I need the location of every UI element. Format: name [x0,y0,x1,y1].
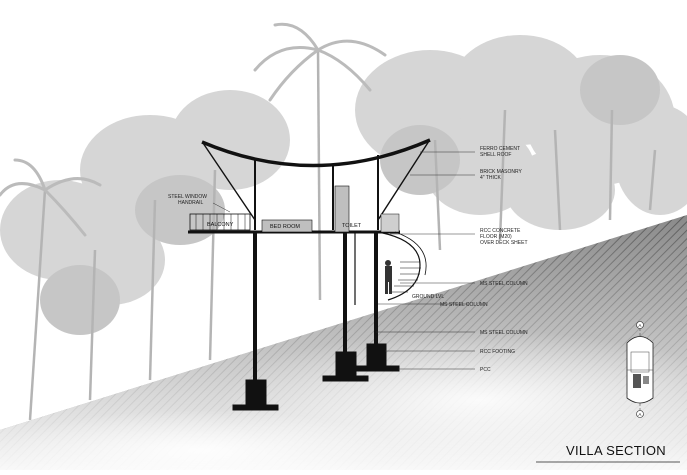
note-ms-steel-column-2: MS STEEL COLUMN [440,302,488,308]
note-handrail: HANDRAIL [178,200,204,206]
section-marker-bottom-label: A [638,412,641,417]
annotation-leaders [212,151,475,370]
key-plan: A A [626,321,654,418]
note-shell-roof: SHELL ROOF [480,152,512,158]
note-brick-masonry: BRICK MASONRY [480,169,523,175]
note-rcc-footing: RCC FOOTING [480,349,515,355]
room-label-toilet: TOILET [342,223,362,229]
room-label-bedroom: BED ROOM [270,224,300,230]
title-block: VILLA SECTION [536,443,680,463]
note-brick-thickness: 4" THICK [480,175,502,181]
drawing-title: VILLA SECTION [566,443,666,458]
note-rcc-floor: FLOOR (M20) [480,234,512,240]
section-marker-bottom: A [636,410,644,418]
forest-background [0,22,687,421]
note-ground-level: GROUND LVL [412,294,444,300]
note-steel-window: STEEL WINDOW [168,194,207,200]
section-marker-top: A [636,321,644,329]
note-ferro-cement: FERRO CEMENT [480,146,520,152]
annotations: STEEL WINDOW HANDRAIL FERRO CEMENT SHELL… [168,146,528,373]
note-rcc-concrete: RCC CONCRETE [480,228,521,234]
note-deck-sheet: OVER DECK SHEET [480,240,528,246]
room-labels: BALCONY BED ROOM TOILET [207,222,362,230]
note-ms-steel-column-1: MS STEEL COLUMN [480,281,528,287]
villa-structure [188,138,431,411]
note-pcc: PCC [480,367,491,373]
room-label-balcony: BALCONY [207,222,234,228]
section-marker-top-label: A [638,323,641,328]
note-ms-steel-column-3: MS STEEL COLUMN [480,330,528,336]
